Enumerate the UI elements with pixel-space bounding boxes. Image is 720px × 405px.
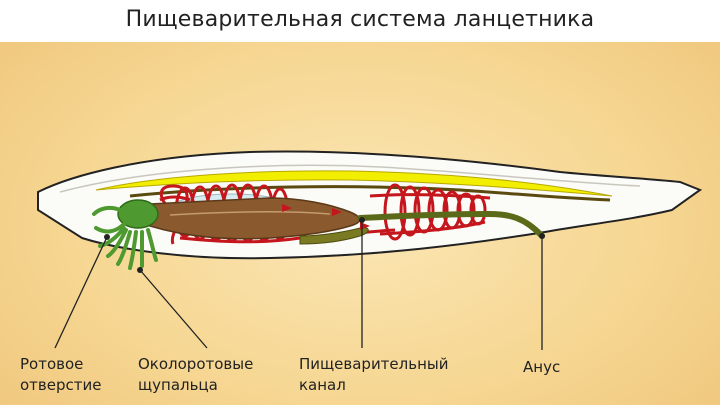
label-oral-tentacles: Околоротовые щупальца bbox=[138, 354, 288, 396]
label-anus: Анус bbox=[523, 357, 583, 378]
label-mouth-line2: отверстие bbox=[20, 375, 130, 396]
label-canal-line2: канал bbox=[299, 375, 489, 396]
label-mouth-opening: Ротовое отверстие bbox=[20, 354, 130, 396]
label-digestive-canal: Пищеварительный канал bbox=[299, 354, 489, 396]
label-tentacles-line2: щупальца bbox=[138, 375, 288, 396]
label-canal-line1: Пищеварительный bbox=[299, 354, 489, 375]
label-mouth-line1: Ротовое bbox=[20, 354, 130, 375]
label-tentacles-line1: Околоротовые bbox=[138, 354, 288, 375]
